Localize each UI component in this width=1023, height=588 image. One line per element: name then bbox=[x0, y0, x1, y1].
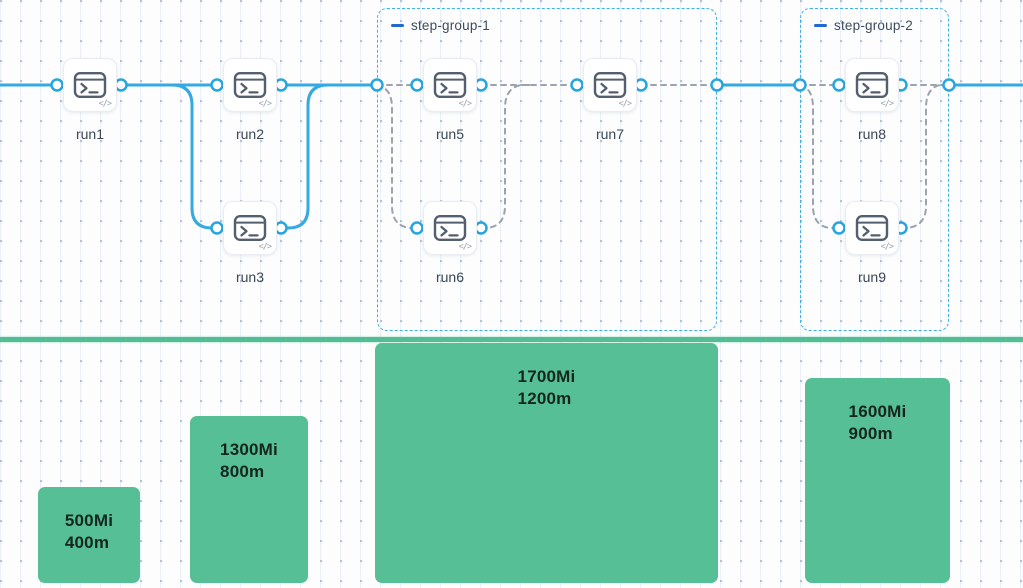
edges-layer bbox=[0, 78, 1023, 235]
terminal-icon bbox=[855, 72, 889, 99]
edge-run9-merge bbox=[900, 84, 944, 229]
port-group1-in[interactable] bbox=[370, 78, 384, 92]
terminal-icon bbox=[433, 72, 467, 99]
edge-run3-merge bbox=[279, 83, 347, 230]
code-badge-icon: </> bbox=[458, 242, 472, 252]
step-node-run8[interactable]: </> bbox=[845, 58, 899, 112]
step-node-run9[interactable]: </> bbox=[845, 201, 899, 255]
step-group-1-label: step-group-1 bbox=[411, 18, 490, 33]
step-group-1-header[interactable]: step-group-1 bbox=[391, 18, 490, 33]
cpu-value: 800m bbox=[220, 462, 265, 482]
resource-bar-step-group-1: 1700Mi 1200m bbox=[375, 343, 718, 583]
node-label-run2: run2 bbox=[235, 126, 265, 142]
code-badge-icon: </> bbox=[458, 99, 472, 109]
memory-value: 500Mi bbox=[64, 511, 114, 530]
port-group1-out[interactable] bbox=[710, 78, 724, 92]
memory-value: 1700Mi bbox=[517, 367, 576, 386]
step-node-run1[interactable]: </> bbox=[63, 58, 117, 112]
section-divider-line bbox=[0, 337, 1023, 342]
edge-run6-merge bbox=[480, 84, 531, 229]
port-run5-in[interactable] bbox=[410, 78, 424, 92]
port-run3-out[interactable] bbox=[274, 221, 288, 235]
terminal-icon bbox=[233, 215, 267, 242]
port-run9-in[interactable] bbox=[832, 221, 846, 235]
edge-group2in-run9 bbox=[799, 84, 834, 229]
port-run6-out[interactable] bbox=[474, 221, 488, 235]
port-run3-in[interactable] bbox=[210, 221, 224, 235]
node-label-run1: run1 bbox=[75, 126, 105, 142]
step-node-run5[interactable]: </> bbox=[423, 58, 477, 112]
node-label-run5: run5 bbox=[435, 126, 465, 142]
port-run1-out[interactable] bbox=[114, 78, 128, 92]
node-label-run8: run8 bbox=[857, 126, 887, 142]
port-run7-in[interactable] bbox=[570, 78, 584, 92]
step-group-2-container[interactable]: step-group-2 bbox=[800, 8, 949, 331]
collapse-dash-icon[interactable] bbox=[391, 24, 404, 27]
cpu-value: 400m bbox=[64, 533, 110, 553]
resource-bar-run2-run3: 1300Mi 800m bbox=[190, 416, 308, 583]
step-group-2-header[interactable]: step-group-2 bbox=[814, 18, 913, 33]
port-run2-in[interactable] bbox=[210, 78, 224, 92]
terminal-icon bbox=[233, 72, 267, 99]
edge-group1in-run6 bbox=[376, 84, 412, 229]
step-group-2-label: step-group-2 bbox=[834, 18, 913, 33]
edge-run1-run3 bbox=[119, 83, 219, 230]
step-group-1-container[interactable]: step-group-1 bbox=[377, 8, 717, 331]
terminal-icon bbox=[593, 72, 627, 99]
memory-value: 1300Mi bbox=[220, 440, 278, 459]
port-run1-in[interactable] bbox=[50, 78, 64, 92]
memory-value: 1600Mi bbox=[848, 402, 907, 421]
step-node-run3[interactable]: </> bbox=[223, 201, 277, 255]
code-badge-icon: </> bbox=[880, 242, 894, 252]
port-run5-out[interactable] bbox=[474, 78, 488, 92]
resource-bar-run1: 500Mi 400m bbox=[38, 487, 140, 583]
node-label-run6: run6 bbox=[435, 269, 465, 285]
code-badge-icon: </> bbox=[258, 242, 272, 252]
node-label-run3: run3 bbox=[235, 269, 265, 285]
resource-bar-step-group-2: 1600Mi 900m bbox=[805, 378, 950, 583]
step-node-run2[interactable]: </> bbox=[223, 58, 277, 112]
cpu-value: 900m bbox=[848, 424, 893, 444]
port-run6-in[interactable] bbox=[410, 221, 424, 235]
collapse-dash-icon[interactable] bbox=[814, 24, 827, 27]
port-run7-out[interactable] bbox=[634, 78, 648, 92]
terminal-icon bbox=[73, 72, 107, 99]
node-label-run9: run9 bbox=[857, 269, 887, 285]
port-run2-out[interactable] bbox=[274, 78, 288, 92]
node-label-run7: run7 bbox=[595, 126, 625, 142]
terminal-icon bbox=[433, 215, 467, 242]
code-badge-icon: </> bbox=[258, 99, 272, 109]
step-node-run6[interactable]: </> bbox=[423, 201, 477, 255]
port-group2-out[interactable] bbox=[942, 78, 956, 92]
port-group2-in[interactable] bbox=[793, 78, 807, 92]
port-run8-in[interactable] bbox=[832, 78, 846, 92]
terminal-icon bbox=[855, 215, 889, 242]
code-badge-icon: </> bbox=[618, 99, 632, 109]
cpu-value: 1200m bbox=[517, 389, 572, 409]
code-badge-icon: </> bbox=[880, 99, 894, 109]
step-node-run7[interactable]: </> bbox=[583, 58, 637, 112]
code-badge-icon: </> bbox=[98, 99, 112, 109]
